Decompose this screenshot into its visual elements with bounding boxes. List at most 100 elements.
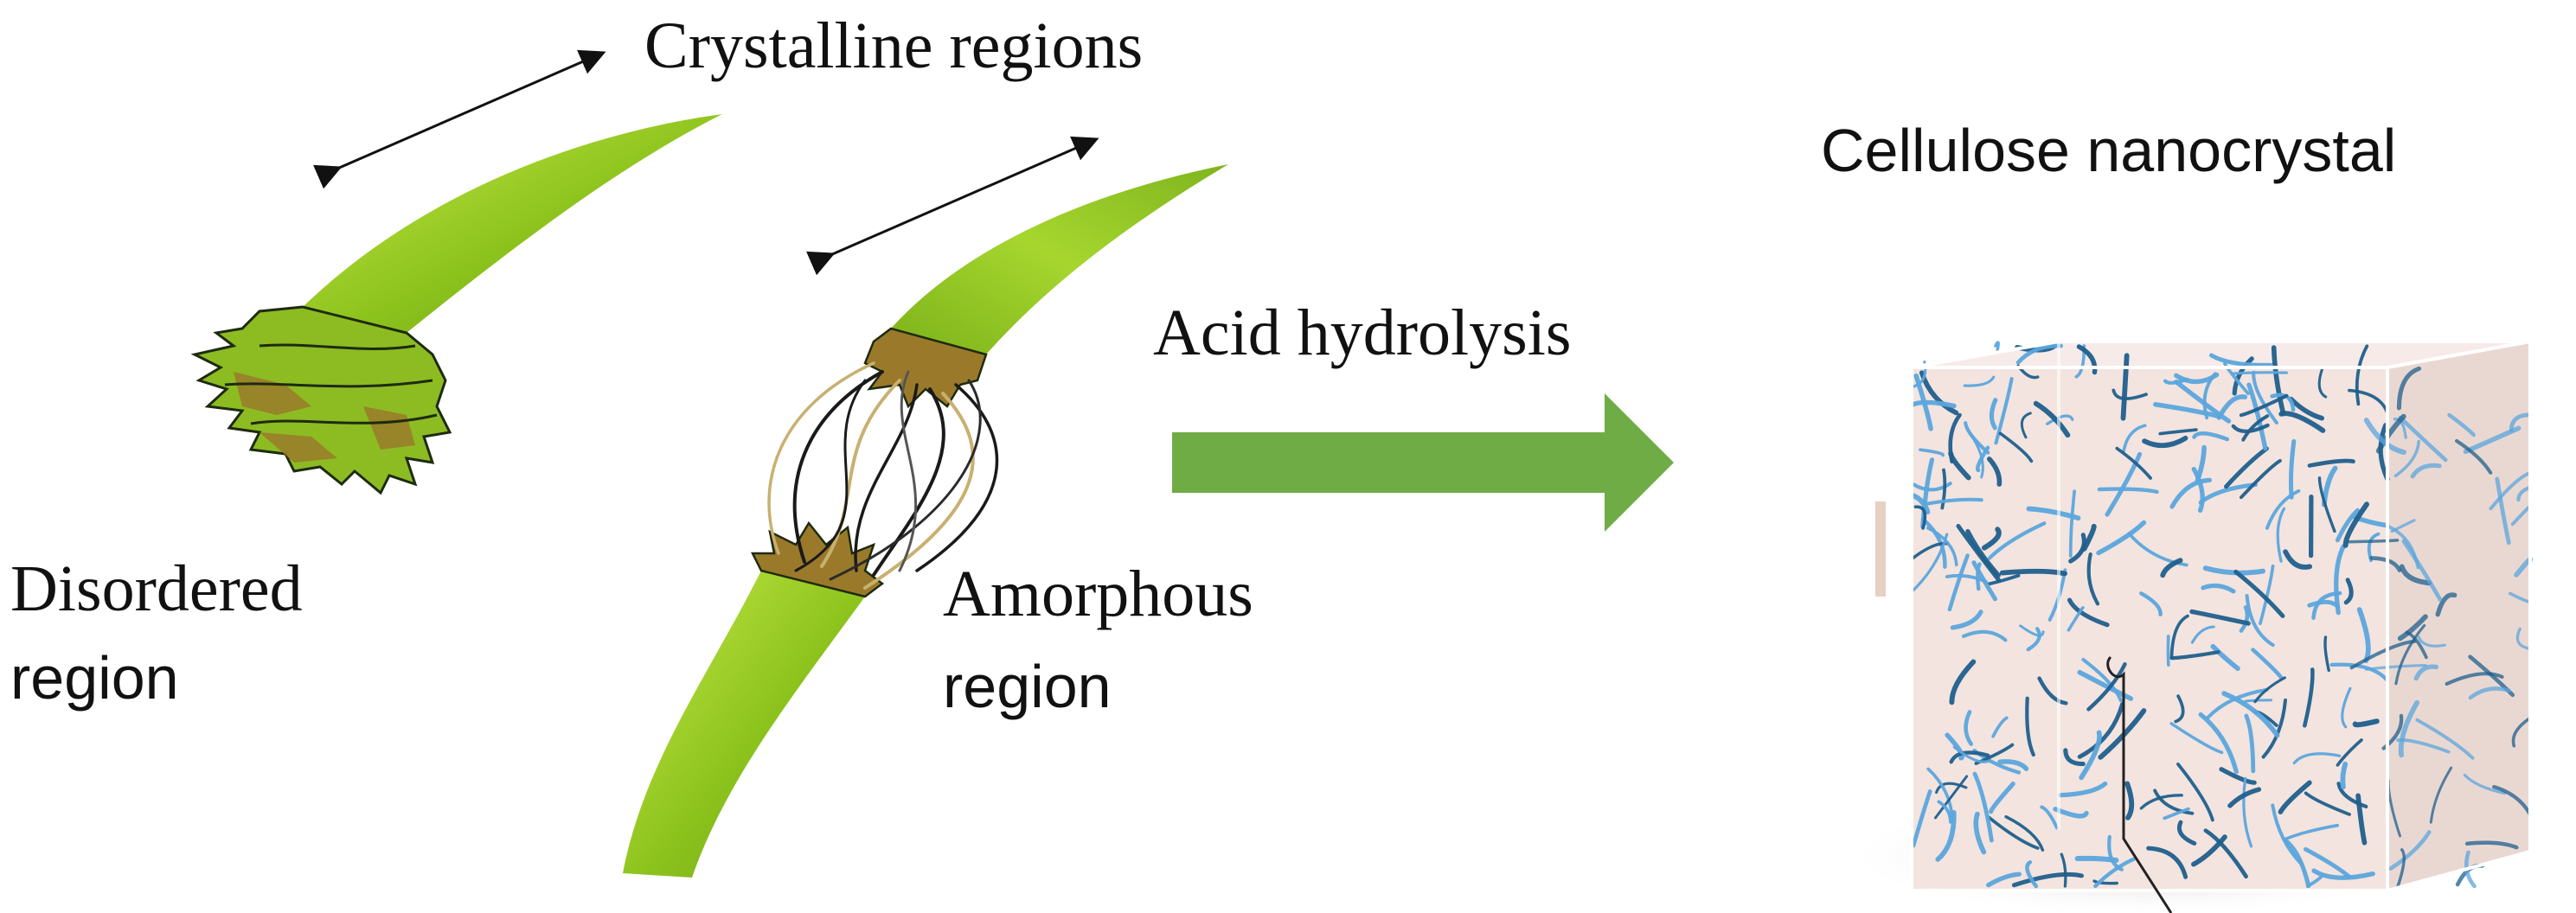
crystalline-arrow-left bbox=[313, 49, 606, 189]
nanocrystal-fiber bbox=[2284, 838, 2311, 889]
nanocrystal-fiber bbox=[2397, 614, 2428, 642]
crystalline-segment-left bbox=[303, 114, 722, 333]
nanocrystal-fiber bbox=[2288, 439, 2297, 500]
amorphous-strands bbox=[767, 361, 999, 590]
nanocrystal-fiber bbox=[2176, 763, 2214, 822]
nanocrystal-fiber bbox=[2025, 696, 2035, 757]
nanocrystal-fiber bbox=[2198, 712, 2239, 775]
probe-line bbox=[2106, 655, 2173, 913]
crystalline-arrow-right bbox=[806, 136, 1099, 276]
nanocrystal-fiber bbox=[2271, 345, 2286, 417]
nanocrystal-fiber bbox=[2160, 558, 2183, 578]
label-cellulose-nanocrystal: Cellulose nanocrystal bbox=[1821, 117, 2396, 184]
nanocrystal-fiber bbox=[2192, 431, 2229, 442]
nanocrystal-fiber bbox=[2355, 344, 2369, 406]
nanocrystal-fiber bbox=[2305, 873, 2324, 888]
nanocrystal-fiber bbox=[2311, 868, 2375, 880]
nanocrystal-fiber bbox=[2278, 780, 2312, 814]
nanocrystal-fiber bbox=[2058, 781, 2108, 798]
nanocrystal-fiber bbox=[2124, 781, 2135, 820]
nanocrystal-cube bbox=[1842, 340, 2534, 913]
nanocrystal-fiber bbox=[2096, 520, 2147, 556]
nanocrystal-fiber bbox=[1973, 811, 1987, 855]
nanocrystal-fiber bbox=[2464, 840, 2519, 850]
nanocrystal-fiber bbox=[1911, 493, 1931, 514]
nanocrystal-fiber bbox=[2190, 625, 2215, 644]
nanocrystal-fiber bbox=[2245, 593, 2275, 648]
disordered-fiber bbox=[190, 114, 722, 495]
nanocrystal-fiber bbox=[1920, 517, 1947, 569]
nanocrystal-fiber bbox=[2396, 366, 2422, 411]
nanocrystal-fiber bbox=[2176, 820, 2197, 846]
label-acid-hydrolysis: Acid hydrolysis bbox=[1153, 297, 1571, 369]
nanocrystal-fiber bbox=[2378, 423, 2390, 482]
nanocrystal-fiber bbox=[2515, 627, 2531, 650]
nanocrystal-fiber bbox=[1964, 710, 1973, 746]
nanocrystal-fiber bbox=[2259, 564, 2275, 625]
nanocrystal-fiber bbox=[1987, 456, 2002, 487]
nanocrystal-fiber bbox=[2509, 412, 2533, 433]
nanocrystal-fiber bbox=[2169, 722, 2224, 755]
nanocrystal-fiber bbox=[1911, 399, 1957, 409]
cube-side-face bbox=[2387, 342, 2530, 891]
nanocrystal-fiber bbox=[2346, 539, 2400, 544]
nanocrystal-fiber bbox=[2489, 470, 2532, 511]
nanocrystal-fiber bbox=[2283, 549, 2312, 570]
label-amorphous-line1: Amorphous bbox=[943, 558, 1253, 630]
nanocrystal-fiber bbox=[2079, 730, 2102, 781]
nanocrystal-fiber bbox=[2463, 773, 2506, 795]
nanocrystal-fiber bbox=[2004, 814, 2045, 852]
nanocrystal-fiber bbox=[2163, 807, 2190, 820]
nanocrystal-fiber bbox=[2060, 852, 2067, 888]
nanocrystal-fiber bbox=[2067, 597, 2110, 628]
nanocrystal-fiber bbox=[2398, 415, 2448, 463]
nanocrystal-fiber bbox=[1998, 431, 2034, 463]
frayed-lines bbox=[224, 343, 438, 425]
nanocrystal-fiber bbox=[2304, 846, 2352, 879]
nanocrystal-fiber bbox=[2015, 343, 2063, 365]
nanocrystal-fiber bbox=[2495, 476, 2511, 546]
nanocrystal-fiber bbox=[2026, 627, 2041, 652]
nanocrystal-fiber bbox=[2037, 676, 2068, 706]
nanocrystal-fiber bbox=[2115, 446, 2152, 480]
nanocrystal-fiber bbox=[2086, 662, 2127, 712]
nanocrystal-fiber bbox=[2231, 423, 2270, 434]
nanocrystal-fiber bbox=[2142, 435, 2188, 449]
nanocrystal-fiber bbox=[1999, 568, 2067, 577]
label-disordered-line2: region bbox=[10, 644, 179, 712]
nanocrystal-fiber bbox=[2174, 694, 2185, 724]
nanocrystal-fiber bbox=[2081, 523, 2097, 552]
nanocrystal-fiber bbox=[1935, 782, 1968, 795]
nanocrystal-fibers bbox=[1911, 341, 2534, 889]
label-crystalline-regions: Crystalline regions bbox=[644, 10, 1143, 82]
nanocrystal-fiber bbox=[1975, 445, 1990, 473]
nanocrystal-fiber bbox=[1935, 809, 1957, 862]
nanocrystal-fiber bbox=[2067, 606, 2085, 632]
frayed-brown-patches bbox=[234, 372, 415, 463]
nanocrystal-fiber bbox=[2169, 650, 2220, 661]
nanocrystal-fiber bbox=[1997, 759, 2029, 771]
nanocrystal-fiber bbox=[2445, 672, 2504, 686]
nanocrystal-fiber bbox=[2393, 418, 2407, 439]
nanocrystal-fiber bbox=[2265, 488, 2301, 530]
nanocrystal-fiber bbox=[1919, 448, 1945, 457]
nanocrystal-fiber bbox=[1965, 529, 2001, 578]
nanocrystal-fiber bbox=[1987, 521, 2047, 560]
nanocrystal-fiber bbox=[1940, 468, 1947, 510]
nanocrystal-fiber bbox=[2317, 476, 2336, 533]
nanocrystal-fiber bbox=[2068, 489, 2076, 558]
nanocrystal-fiber bbox=[2342, 501, 2369, 548]
nanocrystal-fiber bbox=[2364, 664, 2427, 671]
nanocrystal-fiber bbox=[2511, 716, 2532, 748]
nanocrystal-fiber bbox=[1987, 573, 2021, 586]
amorphous-fiber bbox=[623, 164, 1228, 878]
nanocrystal-fiber bbox=[2396, 738, 2451, 754]
nanocrystal-fiber bbox=[2081, 658, 2123, 703]
nanocrystal-fiber bbox=[1924, 497, 1983, 506]
frayed-top bbox=[863, 327, 988, 409]
nanocrystal-fiber bbox=[2019, 624, 2045, 637]
nanocrystal-fiber bbox=[2093, 857, 2136, 889]
nanocrystal-fiber bbox=[2335, 508, 2360, 543]
nanocrystal-fiber bbox=[2158, 428, 2198, 436]
nanocrystal-fiber bbox=[2261, 698, 2287, 759]
